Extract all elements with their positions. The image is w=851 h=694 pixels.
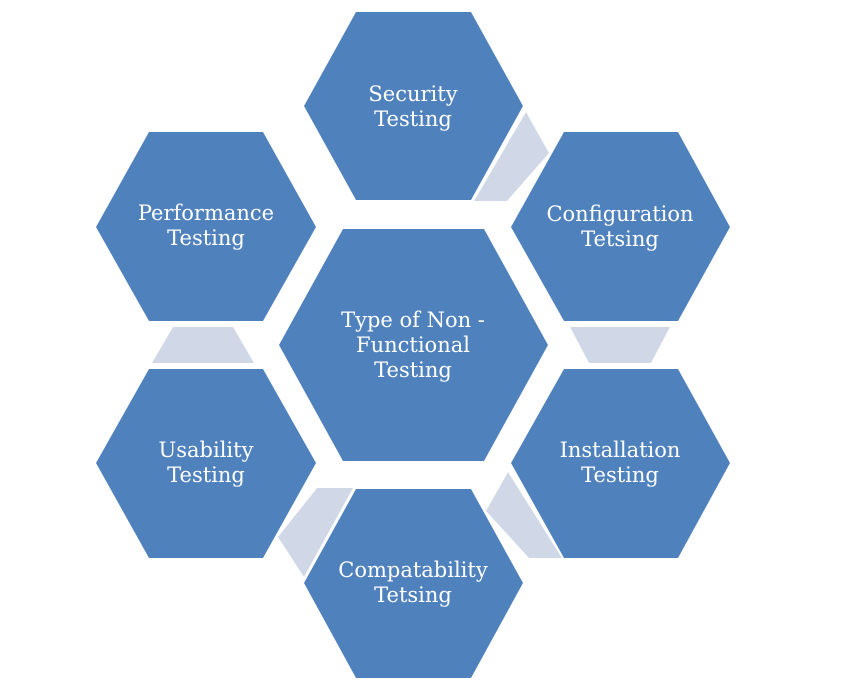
compatability-label-line-2: Tetsing (374, 583, 452, 607)
hexagons: Type of Non - Functional Testing Securit… (96, 12, 730, 678)
usability-label-line-2: Testing (167, 463, 245, 487)
hex-security-testing: Security Testing (304, 12, 523, 200)
center-label-line-2: Functional (356, 333, 470, 357)
hex-usability-testing: Usability Testing (96, 369, 316, 558)
connector-compatability-usability (278, 488, 353, 577)
security-label-line-2: Testing (374, 107, 452, 131)
security-label-line-1: Security (368, 82, 457, 106)
installation-label-line-2: Testing (581, 463, 659, 487)
performance-label-line-1: Performance (138, 201, 274, 225)
connector-configuration-installation (570, 327, 670, 363)
connector-installation-compatability (486, 472, 562, 558)
connector-usability-performance (152, 327, 254, 363)
hex-compatability-tetsing: Compatability Tetsing (304, 489, 523, 678)
configuration-label-line-1: Configuration (546, 202, 693, 226)
hex-installation-testing: Installation Testing (511, 369, 730, 558)
hex-performance-testing: Performance Testing (96, 132, 316, 321)
installation-label-line-1: Installation (560, 438, 681, 462)
compatability-label-line-1: Compatability (338, 558, 488, 582)
connectors (152, 112, 670, 577)
center-label-line-3: Testing (374, 358, 452, 382)
hex-center: Type of Non - Functional Testing (279, 229, 548, 461)
center-label-line-1: Type of Non - (341, 308, 485, 332)
connector-security-configuration (474, 112, 549, 201)
hex-configuration-tetsing: Configuration Tetsing (511, 132, 730, 321)
configuration-label-line-2: Tetsing (581, 227, 659, 251)
usability-label-line-1: Usability (159, 438, 254, 462)
performance-label-line-2: Testing (167, 226, 245, 250)
